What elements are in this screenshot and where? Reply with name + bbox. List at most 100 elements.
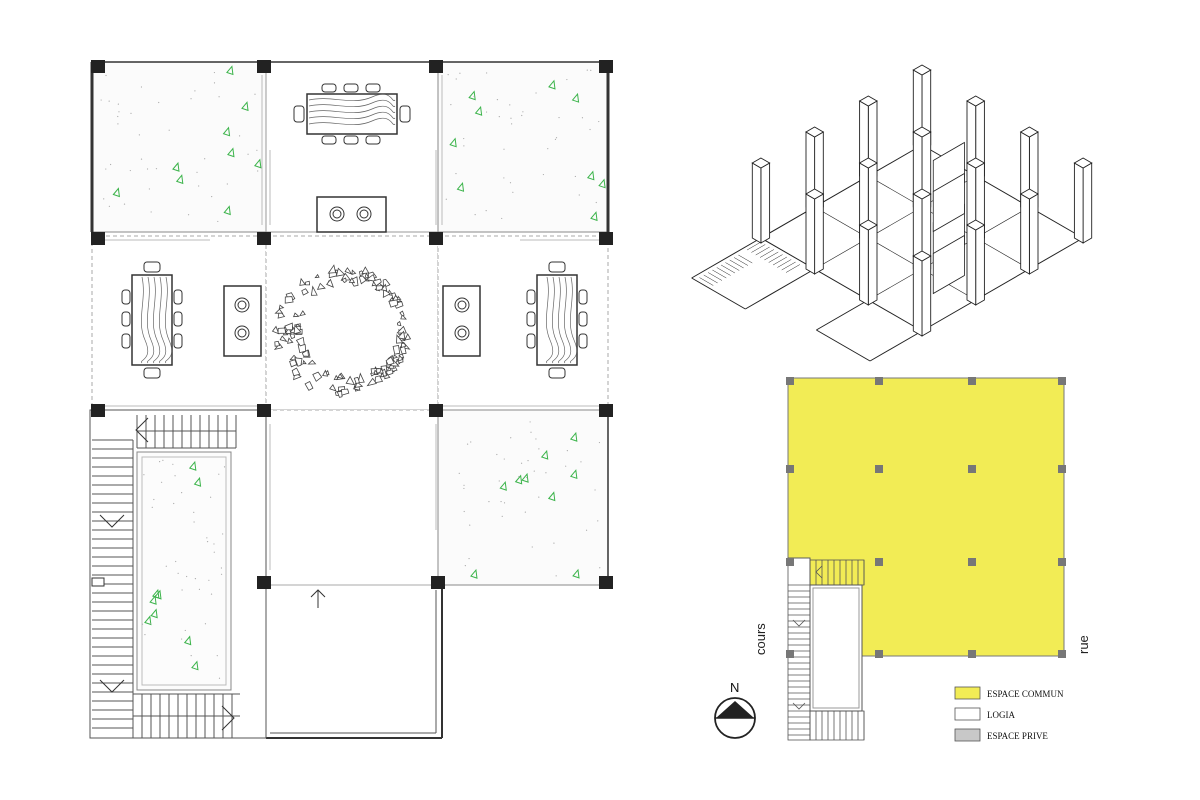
ground-texture [100, 69, 601, 679]
key-column [1058, 650, 1066, 658]
axo-column [975, 224, 985, 306]
axo-column [912, 64, 932, 76]
key-column [1058, 377, 1066, 385]
axo-column [805, 188, 825, 200]
axo-column [966, 219, 986, 231]
axo-column [966, 224, 977, 306]
key-column [968, 650, 976, 658]
axo-column [1020, 193, 1030, 275]
key-column [786, 558, 794, 566]
axo-column [814, 193, 824, 275]
key-column [1058, 465, 1066, 473]
column [599, 576, 613, 589]
axo-column [1082, 162, 1093, 244]
stair-bottom [132, 693, 240, 738]
structural-columns [91, 60, 613, 589]
axo-column [1028, 193, 1039, 275]
entry-arrow-icon [310, 589, 326, 608]
axo-column [859, 224, 869, 306]
legend: ESPACE COMMUN LOGIA ESPACE PRIVE [954, 686, 1064, 742]
label-cours: cours [753, 623, 768, 655]
axo-column [912, 126, 932, 138]
axo-column [751, 162, 762, 244]
logia-zone [809, 584, 863, 712]
column [429, 232, 443, 245]
axo-column [867, 224, 878, 306]
key-column [875, 465, 883, 473]
column [429, 404, 443, 417]
table-icon [526, 261, 588, 379]
key-plan-stairs [787, 557, 865, 741]
label-rue: rue [1076, 635, 1091, 654]
axo-column [1073, 157, 1093, 169]
axo-column [1073, 162, 1084, 244]
svg-text:LOGIA: LOGIA [987, 710, 1015, 720]
axo-column [966, 157, 986, 169]
cooktop-icon [442, 285, 481, 357]
column [91, 232, 105, 245]
column [91, 60, 105, 73]
stair-zone [89, 409, 267, 739]
axonometric-structure [691, 64, 1093, 362]
key-column [968, 377, 976, 385]
column [257, 576, 271, 589]
axo-column [858, 219, 878, 231]
key-column [875, 558, 883, 566]
north-arrow-icon: N [714, 680, 756, 739]
axo-column [751, 157, 771, 169]
svg-text:ESPACE COMMUN: ESPACE COMMUN [987, 689, 1064, 699]
svg-text:ESPACE PRIVE: ESPACE PRIVE [987, 731, 1048, 741]
key-column [968, 465, 976, 473]
key-column [786, 650, 794, 658]
key-column [875, 650, 883, 658]
table-icon [293, 83, 411, 145]
axo-column [760, 162, 771, 244]
axo-column [858, 95, 878, 107]
column [257, 404, 271, 417]
axo-column [921, 255, 932, 337]
column [431, 576, 445, 589]
column [91, 404, 105, 417]
stair-top [136, 415, 237, 449]
key-column [968, 558, 976, 566]
axo-column [912, 188, 932, 200]
legend-item-logia: LOGIA [954, 707, 1015, 721]
courtyard-pebble-ring [271, 264, 412, 398]
terrace-bottom [265, 584, 443, 739]
key-column [786, 465, 794, 473]
column [257, 232, 271, 245]
north-label: N [730, 680, 739, 695]
axo-column [805, 126, 825, 138]
bay-bottom-center [265, 409, 439, 586]
bay-top-right-planted [437, 61, 609, 233]
axo-column [912, 255, 923, 337]
floor-plan [89, 60, 613, 739]
legend-item-espace-prive: ESPACE PRIVE [954, 728, 1048, 742]
cooktop-icon [316, 196, 387, 233]
planting-icon [112, 65, 606, 671]
bay-top-left-planted [91, 61, 267, 233]
bay-bottom-right-planted [437, 409, 609, 586]
key-plan: cours rue N ESPACE COMMUN LOGIA ESPACE P… [714, 377, 1091, 742]
stair-direction-arrow-icon [99, 417, 235, 731]
axo-column [1019, 126, 1039, 138]
key-column [1058, 558, 1066, 566]
column [599, 404, 613, 417]
cooktop-icon [223, 285, 262, 357]
table-icon [121, 261, 183, 379]
column [257, 60, 271, 73]
key-plan-columns [786, 377, 1066, 658]
column [599, 60, 613, 73]
axo-column [912, 250, 932, 262]
axo-column [858, 157, 878, 169]
planter [136, 451, 232, 691]
bay-center-courtyard [265, 235, 439, 411]
column [599, 232, 613, 245]
axo-column [966, 95, 986, 107]
key-column [875, 377, 883, 385]
column [429, 60, 443, 73]
axo-column [805, 193, 816, 275]
key-column [786, 377, 794, 385]
legend-item-espace-commun: ESPACE COMMUN [954, 686, 1064, 700]
